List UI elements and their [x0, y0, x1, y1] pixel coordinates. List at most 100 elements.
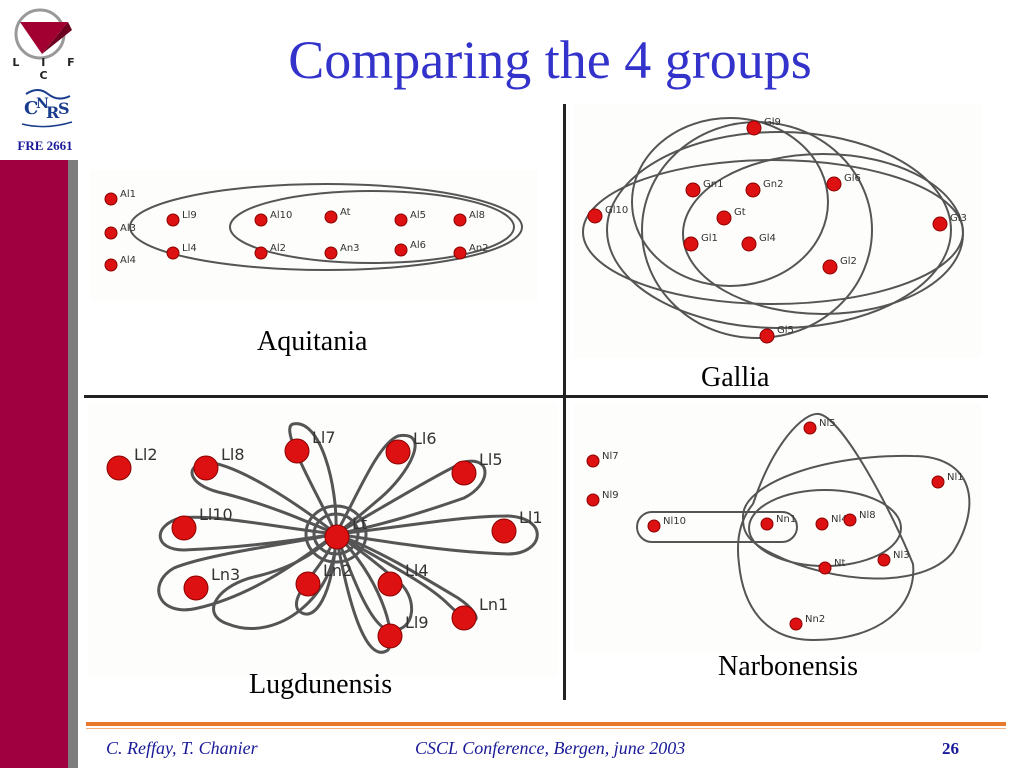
footer-rule [86, 722, 1006, 726]
network-node-label: Nl5 [819, 418, 836, 429]
network-node-label: Ll1 [519, 508, 543, 527]
network-node-label: Nl3 [893, 550, 910, 561]
network-node [324, 210, 338, 224]
lifc-text: L I F C [12, 56, 84, 82]
network-node [193, 455, 219, 481]
network-node [685, 182, 701, 198]
network-node-label: Nl8 [859, 510, 876, 521]
network-node [683, 236, 699, 252]
slide-title: Comparing the 4 groups [288, 30, 812, 90]
network-node [284, 438, 310, 464]
svg-text:C: C [24, 98, 38, 119]
network-node-label: Gl5 [777, 325, 794, 336]
network-node [166, 213, 180, 227]
network-node-label: Gl2 [840, 256, 857, 267]
network-node [104, 192, 118, 206]
network-node-label: Ll8 [221, 445, 245, 464]
network-node [491, 518, 517, 544]
network-node-label: Nl10 [663, 516, 686, 527]
network-node-label: Ll9 [182, 210, 197, 221]
network-node [822, 259, 838, 275]
network-node-label: Ll7 [312, 428, 336, 447]
narbonensis-label: Narbonensis [718, 651, 858, 682]
network-node [254, 246, 268, 260]
network-node [587, 208, 603, 224]
network-node-label: Nl9 [602, 490, 619, 501]
network-node-label: Ln3 [211, 565, 240, 584]
network-node-label: Ll4 [182, 243, 197, 254]
network-node-label: Ll6 [413, 429, 437, 448]
network-node-label: Al10 [270, 210, 292, 221]
network-node-label: Gn2 [763, 179, 783, 190]
network-node-label: Ll5 [479, 450, 503, 469]
network-node [746, 120, 762, 136]
network-node [803, 421, 817, 435]
network-node [451, 605, 477, 631]
network-node [394, 243, 408, 257]
network-node-label: Al6 [410, 240, 426, 251]
network-node [931, 475, 945, 489]
network-node-label: Nn2 [805, 614, 825, 625]
network-node-label: An3 [340, 243, 360, 254]
footer-conference: CSCL Conference, Bergen, june 2003 [415, 738, 686, 758]
network-node-label: Al2 [270, 243, 286, 254]
network-node [166, 246, 180, 260]
network-node [183, 575, 209, 601]
svg-text:R: R [46, 103, 60, 122]
network-node-label: Gn1 [703, 179, 723, 190]
network-node-label: Nl4 [831, 514, 848, 525]
network-node-label: Al5 [410, 210, 426, 221]
network-node-label: Ll4 [405, 561, 429, 580]
network-node-label: Lt [352, 514, 367, 533]
network-node [759, 328, 775, 344]
network-node [843, 513, 857, 527]
network-node [818, 561, 832, 575]
network-node-label: An2 [469, 243, 489, 254]
network-node [741, 236, 757, 252]
lugdunensis-label: Lugdunensis [249, 669, 393, 700]
network-node [647, 519, 661, 533]
network-node-label: Ln1 [479, 595, 508, 614]
network-node-label: Nl1 [947, 472, 964, 483]
network-node-label: Ll9 [405, 613, 429, 632]
network-node [104, 226, 118, 240]
network-node-label: Al4 [120, 255, 136, 266]
network-node [453, 246, 467, 260]
network-node [789, 617, 803, 631]
gallia-label: Gallia [701, 362, 770, 393]
network-node [254, 213, 268, 227]
quadrant-divider-vertical [563, 104, 566, 700]
footer-rule-thin [86, 728, 1006, 729]
network-node [451, 460, 477, 486]
network-node [324, 246, 338, 260]
network-node [932, 216, 948, 232]
network-node-label: Al1 [120, 189, 136, 200]
network-node-label: Al8 [469, 210, 485, 221]
network-node-label: Nt [834, 558, 845, 569]
network-node-label: Gl10 [605, 205, 628, 216]
network-node [377, 571, 403, 597]
network-node [295, 571, 321, 597]
footer-authors: C. Reffay, T. Chanier [106, 738, 258, 758]
network-node [385, 439, 411, 465]
network-node-label: Nn1 [776, 514, 796, 525]
svg-text:S: S [58, 99, 70, 118]
network-node [586, 493, 600, 507]
network-node [171, 515, 197, 541]
network-node-label: Gt [734, 207, 746, 218]
network-node-label: Ln2 [323, 561, 352, 580]
network-node-label: Ll2 [134, 445, 158, 464]
network-node [453, 213, 467, 227]
network-node [745, 182, 761, 198]
quadrant-divider-horizontal [84, 395, 988, 398]
network-node-label: Gl3 [950, 213, 967, 224]
network-node [586, 454, 600, 468]
svg-text:N: N [36, 96, 49, 112]
network-node [324, 524, 350, 550]
